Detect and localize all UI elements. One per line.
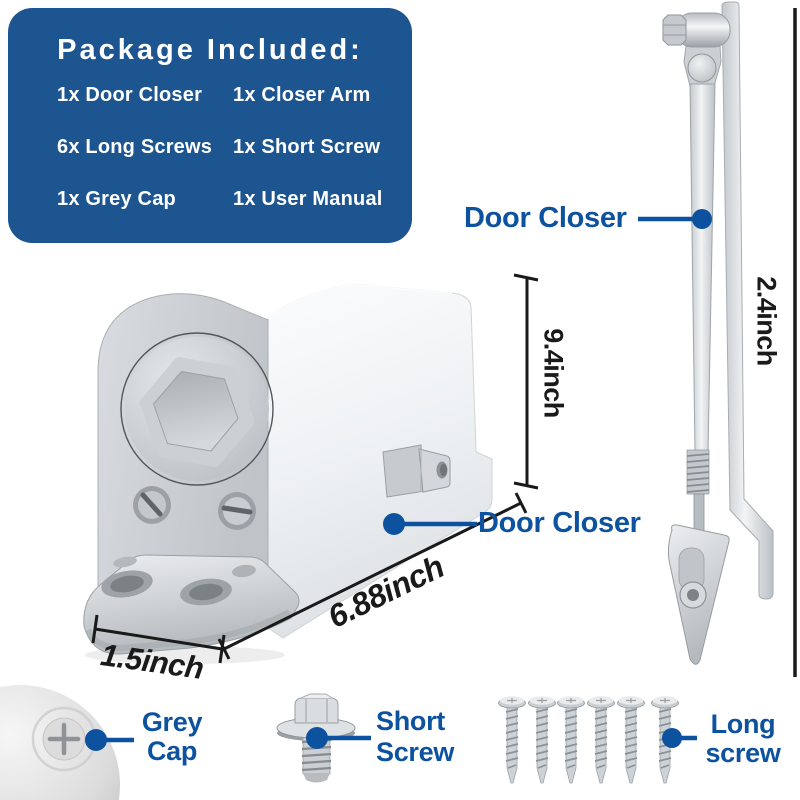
arm-callout-label: Door Closer xyxy=(464,202,627,234)
hex-recess xyxy=(153,371,239,452)
short-screw-label: Short Screw xyxy=(376,706,455,767)
mounting-base xyxy=(83,554,300,655)
hex-head xyxy=(294,697,339,724)
callout-markers xyxy=(85,209,712,751)
dimension-line-base-width xyxy=(91,614,226,664)
grey-cap-illustration xyxy=(0,685,120,800)
callout-dot-grey-cap xyxy=(85,729,107,751)
arm-hinge-nut xyxy=(662,14,687,46)
phillips-mark xyxy=(47,722,81,756)
long-screws-illustration xyxy=(497,695,680,784)
package-item: 1x Door Closer xyxy=(57,84,203,106)
long-screw-label: Long screw xyxy=(705,709,781,768)
grey-cap-label: Grey Cap xyxy=(141,707,203,766)
package-included-panel: Package Included: 1x Door Closer 1x Clos… xyxy=(8,8,412,243)
callout-dot-short-screw xyxy=(306,727,328,749)
dimension-line-body-length xyxy=(217,492,528,660)
arm-shaft xyxy=(689,83,716,453)
package-item: 1x Closer Arm xyxy=(233,84,371,106)
arm-channel-bar xyxy=(721,1,774,600)
dimension-line-body-height xyxy=(513,273,539,490)
dimension-arm-depth: 2.4inch xyxy=(751,276,782,366)
callout-dot-body xyxy=(383,513,405,535)
callout-dot-long-screw xyxy=(662,728,682,748)
closer-arm-illustration xyxy=(662,1,774,665)
adjustment-screws xyxy=(133,486,256,530)
callout-dot-arm xyxy=(692,209,712,229)
package-items: 1x Door Closer 1x Closer Arm 6x Long Scr… xyxy=(57,84,383,211)
package-item: 6x Long Screws xyxy=(57,136,213,158)
door-closer-body-illustration xyxy=(83,282,493,664)
package-item: 1x Grey Cap xyxy=(57,188,176,210)
body-callout-label: Door Closer xyxy=(478,507,641,539)
dimension-lines xyxy=(91,8,797,677)
ring-outline xyxy=(120,332,274,486)
arm-pivot xyxy=(687,53,717,83)
package-title: Package Included: xyxy=(57,34,363,66)
dimension-body-height: 9.4inch xyxy=(538,328,569,418)
valve-nozzle xyxy=(382,444,451,498)
package-item: 1x User Manual xyxy=(233,188,383,210)
package-item: 1x Short Screw xyxy=(233,136,381,158)
